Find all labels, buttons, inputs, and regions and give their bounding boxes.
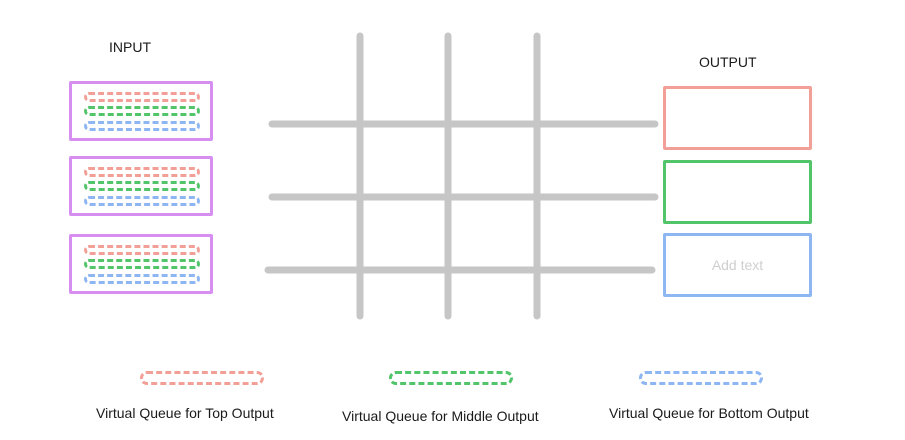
input-port-1 — [69, 81, 213, 141]
output-port-placeholder-text: Add text — [711, 257, 764, 273]
output-port-middle — [663, 160, 812, 224]
virtual-queue-top — [84, 245, 200, 255]
virtual-queue-top — [84, 167, 200, 177]
virtual-queue-bottom — [84, 121, 200, 131]
virtual-queue-bottom — [84, 196, 200, 206]
virtual-queue-top — [84, 92, 200, 102]
output-port-top — [663, 86, 812, 150]
legend-swatch-middle — [389, 371, 513, 385]
virtual-queue-middle — [84, 181, 200, 191]
legend-label-top: Virtual Queue for Top Output — [96, 405, 274, 421]
legend-swatch-top — [140, 371, 264, 385]
virtual-queue-middle — [84, 106, 200, 116]
legend-label-middle: Virtual Queue for Middle Output — [342, 408, 539, 424]
input-port-2 — [69, 156, 213, 216]
output-title: OUTPUT — [699, 54, 757, 70]
output-port-bottom[interactable]: Add text — [663, 233, 812, 297]
input-title: INPUT — [109, 39, 151, 55]
virtual-queue-middle — [84, 259, 200, 269]
virtual-queue-bottom — [84, 274, 200, 284]
legend-label-bottom: Virtual Queue for Bottom Output — [609, 405, 809, 421]
legend-swatch-bottom — [639, 371, 763, 385]
input-port-3 — [69, 234, 213, 294]
